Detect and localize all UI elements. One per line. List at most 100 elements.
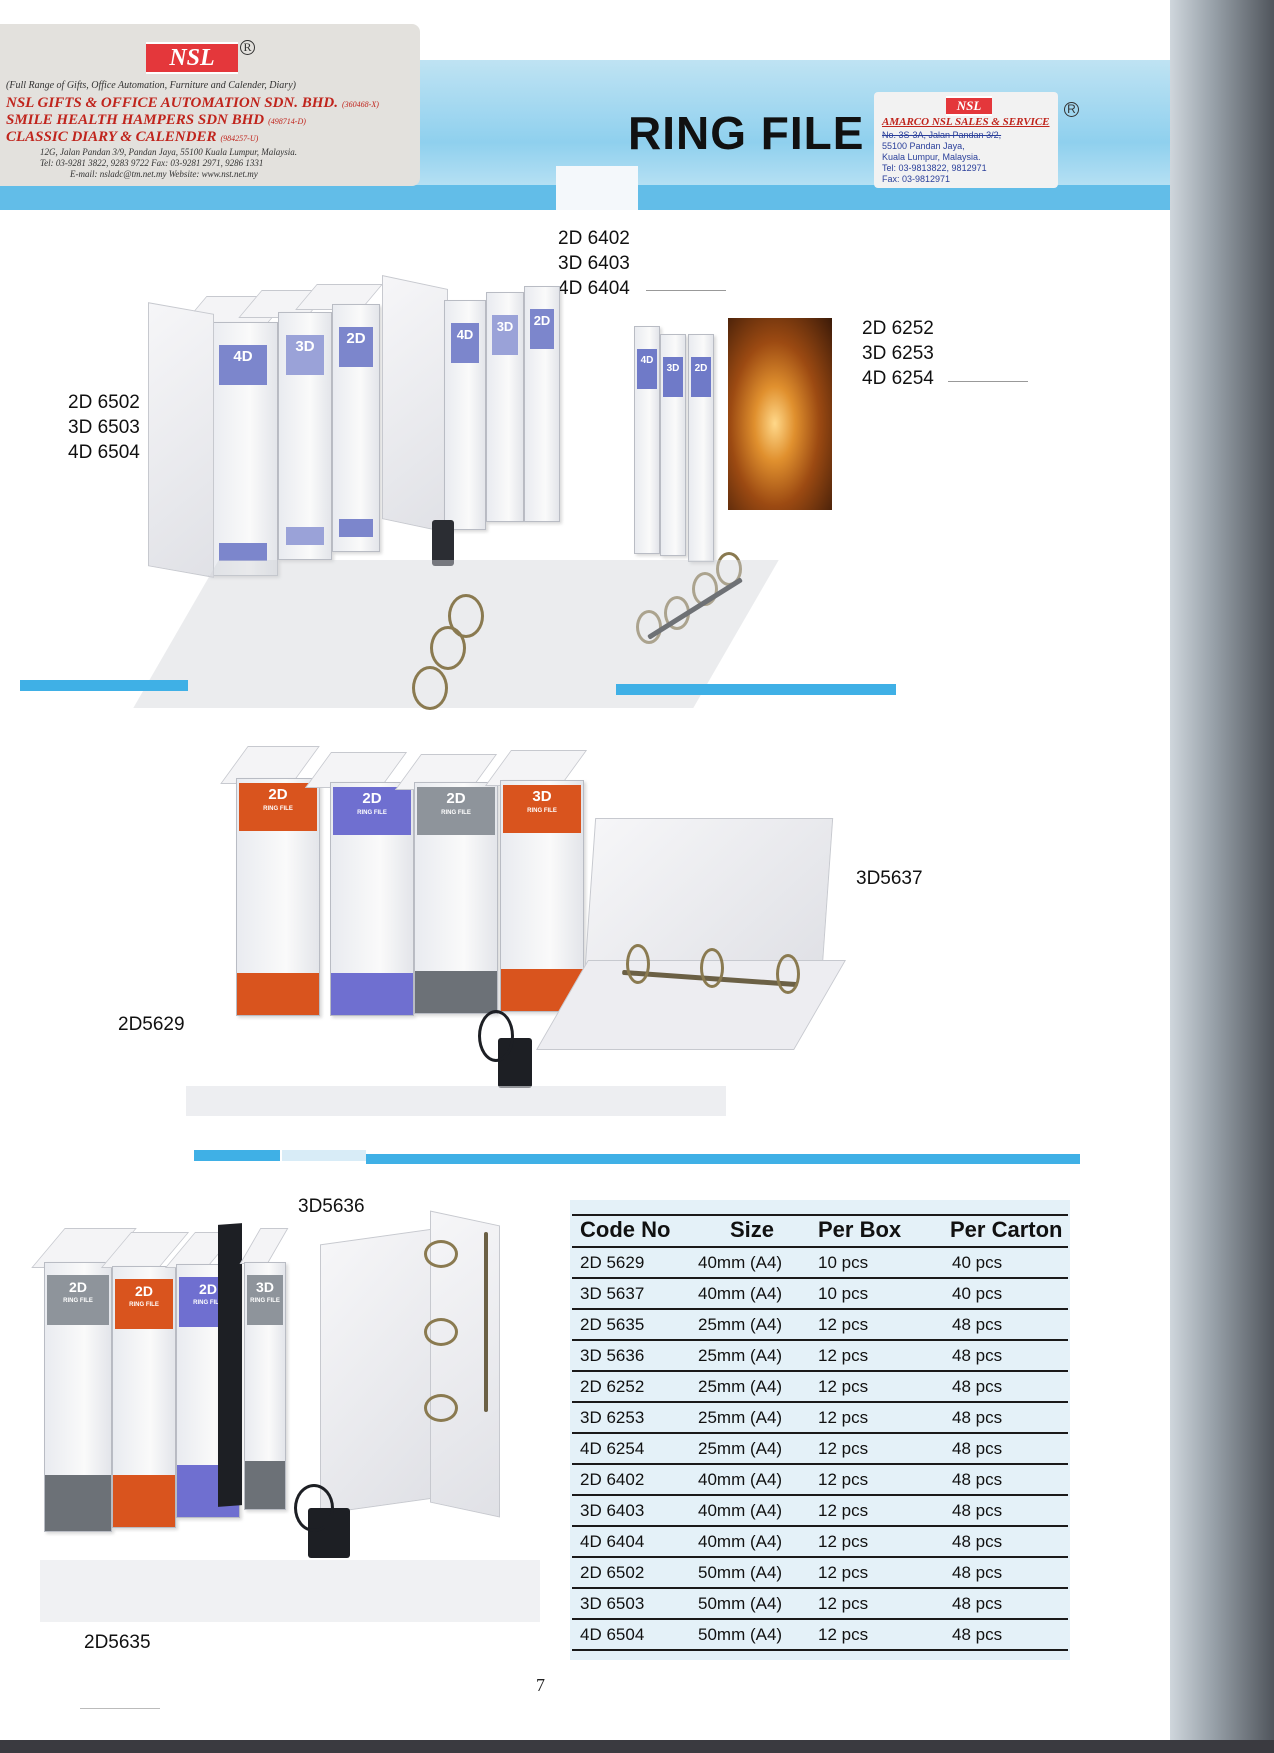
photo-cover-binder — [728, 318, 832, 510]
cell-size: 40mm (A4) — [698, 1284, 783, 1303]
label-3d6403: 3D 6403 — [558, 253, 630, 274]
cell-code-no: 3D 5637 — [580, 1284, 645, 1303]
cell-code-no: 4D 6404 — [580, 1532, 645, 1551]
cell-size: 50mm (A4) — [698, 1625, 783, 1644]
label-2d6252: 2D 6252 — [862, 318, 934, 339]
spine-sublabel: RING FILE — [527, 808, 557, 814]
spine-foot — [113, 1475, 175, 1527]
spine-label: 4D — [218, 345, 268, 385]
spine-sublabel: RING FILE — [263, 806, 293, 812]
cell-per-carton: 40 pcs — [952, 1253, 1003, 1272]
amarco-registered-mark: R — [1064, 102, 1079, 117]
binder-ring — [626, 944, 650, 984]
binder-ring — [478, 1010, 514, 1062]
spine-label: 4D — [637, 349, 657, 389]
label-2d5629: 2D5629 — [118, 1014, 185, 1035]
cell-per-box: 12 pcs — [818, 1563, 869, 1582]
cell-per-box: 12 pcs — [818, 1501, 869, 1520]
binder-3d6503: 3D — [278, 312, 332, 560]
cell-per-box: 12 pcs — [818, 1377, 869, 1396]
binder-ring — [700, 948, 724, 988]
label-3d5637: 3D5637 — [856, 868, 923, 889]
binder-ring — [424, 1240, 458, 1268]
amarco-fax: Fax: 03-9812971 — [882, 174, 951, 184]
label-group-6400: 2D 6402 3D 6403 4D 6404 — [558, 226, 630, 301]
nsl-company-3-reg: (984257-U) — [220, 134, 259, 143]
cell-per-box: 12 pcs — [818, 1532, 869, 1551]
cell-code-no: 2D 6402 — [580, 1470, 645, 1489]
label-group-6250: 2D 6252 3D 6253 4D 6254 — [862, 316, 934, 391]
cell-size: 25mm (A4) — [698, 1377, 783, 1396]
cell-per-box: 12 pcs — [818, 1346, 869, 1365]
nsl-company-2-name: SMILE HEALTH HAMPERS SDN BHD — [6, 112, 265, 128]
cell-per-carton: 48 pcs — [952, 1346, 1003, 1365]
binder-ring — [424, 1318, 458, 1346]
amarco-address-2: 55100 Pandan Jaya, — [882, 141, 965, 151]
cell-per-carton: 48 pcs — [952, 1532, 1003, 1551]
cell-code-no: 4D 6254 — [580, 1439, 645, 1458]
cell-code-no: 2D 5635 — [580, 1315, 645, 1334]
section-divider-2-light — [282, 1150, 366, 1161]
amarco-nsl-logo: NSL — [946, 96, 992, 116]
label-group-6500: 2D 6502 3D 6503 4D 6504 — [68, 390, 140, 465]
binder-ring — [412, 666, 448, 710]
binder-back-cover-dark — [218, 1223, 242, 1507]
binder-4d6254: 4D — [634, 326, 660, 554]
label-leader-6250 — [948, 381, 1028, 382]
label-3d6253: 3D 6253 — [862, 343, 934, 364]
cell-per-box: 10 pcs — [818, 1284, 869, 1303]
binder-2d6402: 2D — [524, 286, 560, 522]
label-2d6502: 2D 6502 — [68, 392, 140, 413]
label-4d6404: 4D 6404 — [558, 278, 630, 299]
binder-ring — [448, 594, 484, 638]
cell-code-no: 4D 6504 — [580, 1625, 645, 1644]
label-3d6503: 3D 6503 — [68, 417, 140, 438]
spine-foot — [286, 527, 324, 545]
binder-ring — [294, 1484, 334, 1532]
spine-foot — [245, 1461, 285, 1509]
cell-per-box: 12 pcs — [818, 1439, 869, 1458]
cell-size: 25mm (A4) — [698, 1408, 783, 1427]
cell-per-box: 12 pcs — [818, 1315, 869, 1334]
amarco-address-3: Kuala Lumpur, Malaysia. — [882, 152, 981, 162]
nsl-company-3-name: CLASSIC DIARY & CALENDER — [6, 129, 217, 145]
nsl-company-3: CLASSIC DIARY & CALENDER (984257-U) — [6, 128, 258, 146]
cell-code-no: 3D 6503 — [580, 1594, 645, 1613]
spine-foot — [218, 543, 268, 561]
cell-size: 50mm (A4) — [698, 1594, 783, 1613]
table-header-row: Code No Size Per Box Per Carton — [572, 1214, 1068, 1248]
cell-per-box: 12 pcs — [818, 1594, 869, 1613]
scan-bottom-edge — [0, 1740, 1274, 1753]
spine-sublabel: RING FILE — [250, 1298, 280, 1304]
spine-sublabel: RING FILE — [129, 1302, 159, 1308]
nsl-contact: E-mail: nsladc@tm.net.my Website: www.ns… — [70, 169, 258, 179]
cell-code-no: 3D 5636 — [580, 1346, 645, 1365]
nsl-company-sticker: NSL R (Full Range of Gifts, Office Autom… — [0, 24, 420, 186]
cell-per-carton: 48 pcs — [952, 1501, 1003, 1520]
label-2d6402: 2D 6402 — [558, 228, 630, 249]
binder-back-cover — [382, 274, 448, 534]
page-number: 7 — [536, 1675, 545, 1695]
nsl-logo: NSL — [146, 42, 238, 74]
cell-per-carton: 48 pcs — [952, 1439, 1003, 1458]
nsl-company-1-reg: (360468-X) — [342, 100, 379, 109]
spine-label: 3D — [663, 357, 683, 397]
binder-back-cover — [148, 302, 214, 578]
header-band-notch — [556, 166, 638, 210]
nsl-phone: Tel: 03-9281 3822, 9283 9722 Fax: 03-928… — [40, 158, 264, 168]
label-4d6254: 4D 6254 — [862, 368, 934, 389]
